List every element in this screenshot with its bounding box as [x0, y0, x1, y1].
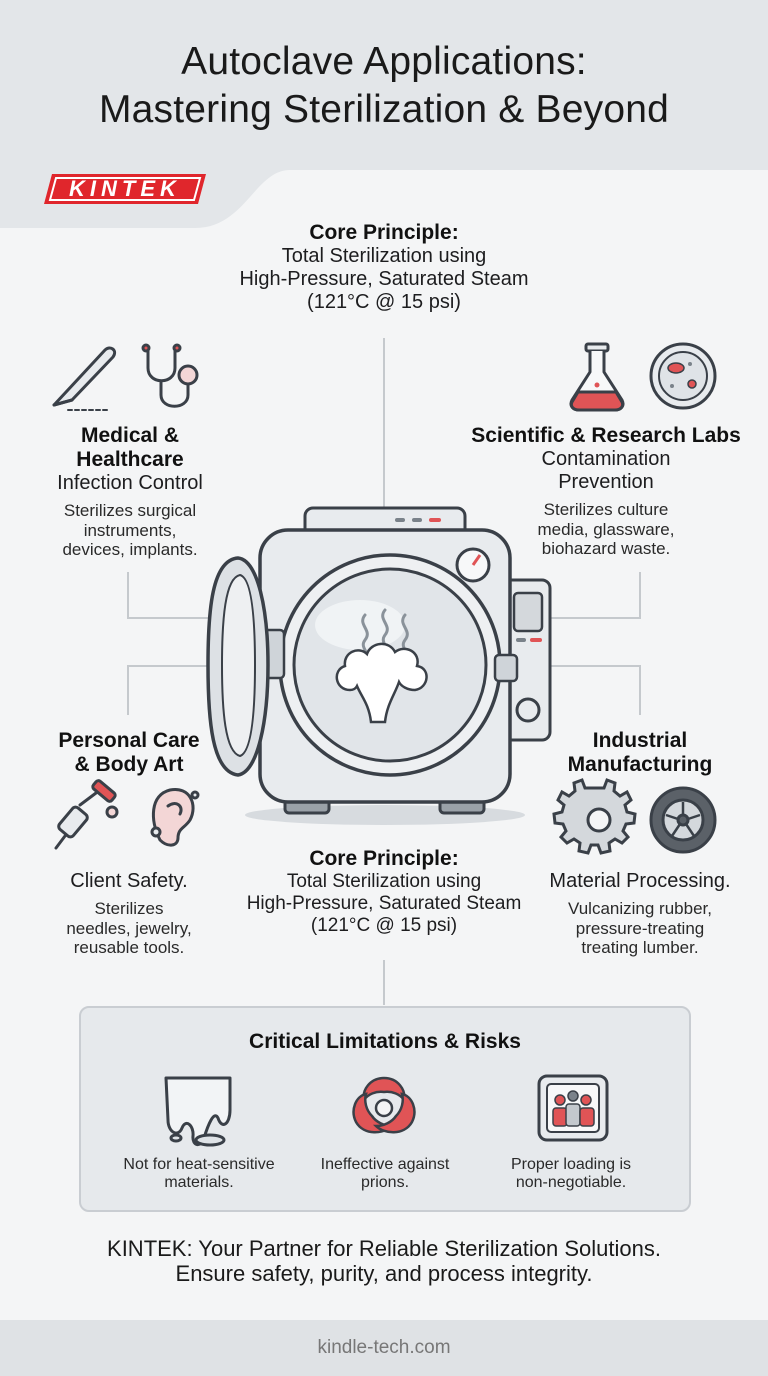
footer-line: Ensure safety, purity, and process integ…: [175, 1261, 593, 1287]
biohazard-icon: [352, 1076, 416, 1134]
limitation-text: prions.: [360, 1174, 410, 1192]
medical-description: Sterilizes surgical: [63, 501, 197, 521]
limitation-text: Proper loading is: [510, 1156, 632, 1173]
personal-care-heading: & Body Art: [74, 753, 184, 777]
limitation-text: Ineffective against: [320, 1156, 450, 1173]
industrial-heading-block: Industrial Manufacturing: [530, 729, 750, 777]
stethoscope-icon: [141, 343, 199, 408]
melting-material-icon: [164, 1076, 232, 1147]
footer-bar: [0, 1320, 768, 1376]
limitation-item: Not for heat-sensitive materials.: [104, 1156, 294, 1193]
limitation-text: non-negotiable.: [515, 1174, 627, 1192]
medical-description: instruments,: [83, 520, 177, 540]
labs-section: Scientific & Research Labs Contamination…: [454, 424, 758, 559]
personal-care-heading-block: Personal Care & Body Art: [24, 729, 234, 777]
core-principle-line: High-Pressure, Saturated Steam: [239, 268, 529, 291]
labs-subtitle: Contamination: [541, 448, 671, 471]
gear-icon: [552, 778, 637, 855]
footer-url: kindle-tech.com: [317, 1337, 451, 1358]
industrial-description: Vulcanizing rubber,: [568, 899, 712, 918]
scalpel-icon: [52, 346, 117, 411]
labs-heading: Scientific & Research Labs: [471, 424, 741, 447]
labs-description: biohazard waste.: [541, 539, 671, 559]
page-title-line-1: Autoclave Applications:: [181, 40, 587, 83]
personal-care-heading: Personal Care: [58, 729, 200, 752]
header-band: [0, 0, 768, 228]
personal-care-description: reusable tools.: [73, 938, 185, 958]
limitations-heading: Critical Limitations & Risks: [249, 1030, 521, 1053]
core-principle-line: High-Pressure, Saturated Steam: [246, 892, 522, 914]
core-principle-top: Core Principle: Total Sterilization usin…: [184, 221, 584, 314]
connector-lines: [127, 338, 641, 1005]
personal-care-body: Client Safety. Sterilizes needles, jewel…: [24, 870, 234, 958]
personal-care-description: Sterilizes: [94, 899, 164, 918]
core-principle-heading: Core Principle:: [309, 221, 459, 244]
industrial-heading: Manufacturing: [567, 753, 713, 777]
overloaded-chamber-icon: [537, 1074, 609, 1142]
medical-description: devices, implants.: [62, 540, 198, 560]
limitation-item: Ineffective against prions.: [290, 1156, 480, 1193]
personal-care-subtitle: Client Safety.: [70, 870, 188, 892]
limitation-item: Proper loading is non-negotiable.: [476, 1156, 666, 1193]
core-principle-line: (121°C @ 15 psi): [307, 291, 461, 314]
medical-subtitle: Infection Control: [57, 472, 203, 495]
medical-heading: Healthcare: [76, 448, 184, 472]
labs-description: media, glassware,: [537, 519, 675, 539]
medical-section: Medical & Healthcare Infection Control S…: [20, 424, 240, 560]
limitation-text: materials.: [164, 1174, 234, 1192]
core-principle-line: Total Sterilization using: [281, 245, 487, 268]
limitation-text: Not for heat-sensitive: [123, 1156, 275, 1173]
industrial-heading: Industrial: [592, 729, 688, 752]
petri-dish-icon: [649, 342, 717, 410]
labs-description: Sterilizes culture: [543, 500, 669, 520]
industrial-subtitle: Material Processing.: [549, 870, 731, 892]
labs-subtitle: Prevention: [558, 471, 654, 494]
core-principle-line: (121°C @ 15 psi): [310, 914, 458, 936]
industrial-description: pressure-treating: [575, 918, 705, 938]
personal-care-description: needles, jewelry,: [66, 918, 192, 938]
flask-icon: [569, 342, 625, 412]
footer-tagline: KINTEK: Your Partner for Reliable Steril…: [0, 1236, 768, 1287]
kintek-logo: KINTEK: [42, 172, 208, 206]
medical-heading: Medical &: [80, 424, 180, 447]
core-principle-line: Total Sterilization using: [286, 871, 482, 893]
tire-icon: [649, 786, 717, 854]
ear-piercing-icon: [150, 788, 200, 847]
tattoo-machine-icon: [54, 779, 119, 850]
autoclave-illustration: [206, 506, 552, 825]
page-title-line-2: Mastering Sterilization & Beyond: [98, 88, 669, 131]
industrial-description: treating lumber.: [581, 938, 699, 958]
core-principle-heading: Core Principle:: [309, 847, 459, 870]
core-principle-bottom: Core Principle: Total Sterilization usin…: [214, 847, 554, 937]
footer-line: KINTEK: Your Partner for Reliable Steril…: [107, 1236, 661, 1261]
industrial-body: Material Processing. Vulcanizing rubber,…: [520, 870, 760, 958]
logo-text: KINTEK: [69, 176, 181, 201]
